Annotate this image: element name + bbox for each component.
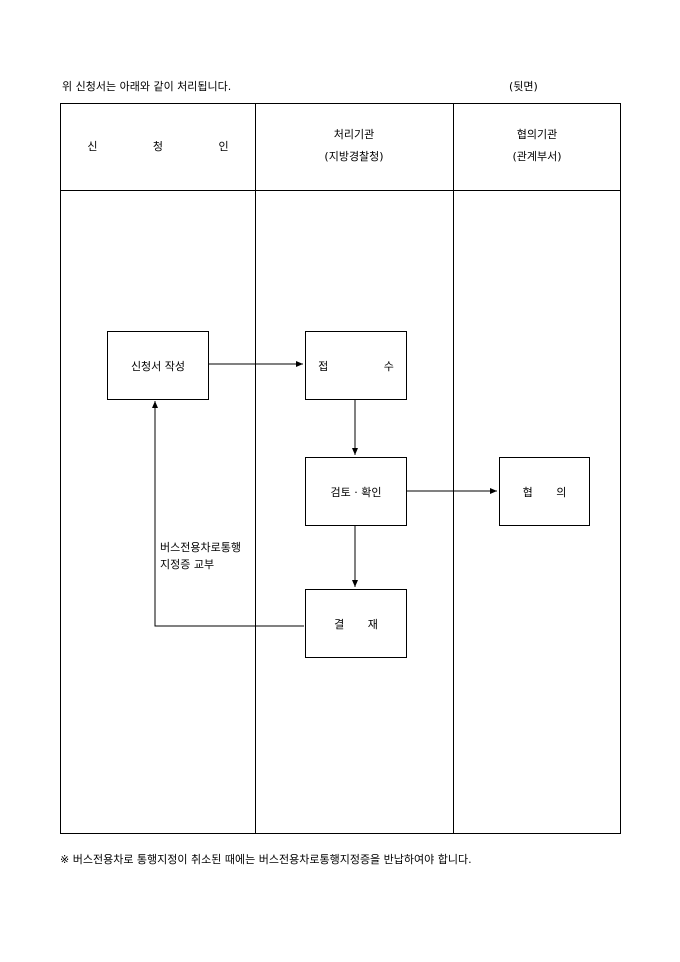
process-flow-table: 신 청 인 처리기관 (지방경찰청) 협의기관 (관계부서): [60, 103, 621, 834]
consult-subtitle: (관계부서): [512, 150, 562, 163]
footnote: ※ 버스전용차로 통행지정이 취소된 때에는 버스전용차로통행지정증을 반납하여…: [60, 853, 472, 866]
column-header-processor: 처리기관 (지방경찰청): [255, 124, 453, 168]
column-header-consult: 협의기관 (관계부서): [453, 124, 621, 168]
issue-label-line1: 버스전용차로통행: [160, 541, 241, 554]
box-receive: 접 수: [305, 331, 407, 400]
box-consult: 협 의: [499, 457, 590, 526]
column-header-applicant: 신 청 인: [87, 140, 255, 153]
processor-subtitle: (지방경찰청): [324, 150, 384, 163]
intro-text: 위 신청서는 아래와 같이 처리됩니다.: [62, 80, 232, 93]
column-divider: [453, 104, 454, 833]
issue-label-line2: 지정증 교부: [160, 558, 215, 571]
box-approve: 결 재: [305, 589, 407, 658]
back-side-label: (뒷면): [509, 80, 538, 93]
consult-title: 협의기관: [516, 128, 558, 141]
box-review-confirm: 검토 · 확인: [305, 457, 407, 526]
column-divider: [255, 104, 256, 833]
arrow-approve-to-applicant: [152, 401, 304, 627]
processor-title: 처리기관: [333, 128, 375, 141]
header-divider: [61, 190, 620, 191]
box-write-application: 신청서 작성: [107, 331, 209, 400]
